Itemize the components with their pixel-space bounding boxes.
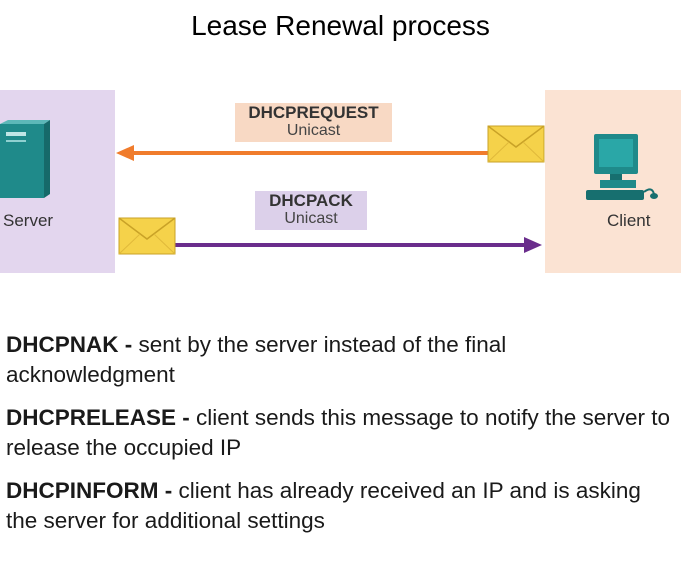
- message-name: DHCPREQUEST: [248, 103, 379, 122]
- definitions-list: DHCPNAK - sent by the server instead of …: [6, 330, 676, 549]
- message-mode: Unicast: [284, 210, 338, 227]
- definition-text: client has already received an IP and is…: [6, 478, 641, 533]
- envelope-icon: [487, 125, 545, 163]
- dhcpack-arrow: [172, 237, 542, 253]
- computer-icon: [586, 134, 658, 200]
- message-mode: Unicast: [286, 122, 341, 139]
- definition-term: DHCPNAK -: [6, 332, 133, 357]
- dhcprequest-label: DHCPREQUEST Unicast: [235, 103, 392, 142]
- message-arrows: [116, 145, 542, 253]
- lease-renewal-diagram: DHCPREQUEST Unicast DHCPACK Unicast Serv…: [0, 90, 681, 275]
- definition-item: DHCPNAK - sent by the server instead of …: [6, 330, 676, 390]
- dhcpack-label: DHCPACK Unicast: [255, 191, 367, 230]
- definition-item: DHCPINFORM - client has already received…: [6, 476, 676, 536]
- message-name: DHCPACK: [269, 191, 353, 210]
- server-label: Server: [3, 211, 54, 230]
- definition-item: DHCPRELEASE - client sends this message …: [6, 403, 676, 463]
- diagram-title: Lease Renewal process: [191, 10, 490, 41]
- definition-term: DHCPRELEASE -: [6, 405, 190, 430]
- definition-term: DHCPINFORM -: [6, 478, 173, 503]
- envelope-icon: [118, 217, 176, 255]
- definition-text: client sends this message to notify the …: [6, 405, 671, 460]
- dhcprequest-arrow: [116, 145, 488, 161]
- server-icon: [0, 120, 50, 198]
- definition-text: sent by the server instead of the final …: [6, 332, 507, 387]
- client-label: Client: [607, 211, 651, 230]
